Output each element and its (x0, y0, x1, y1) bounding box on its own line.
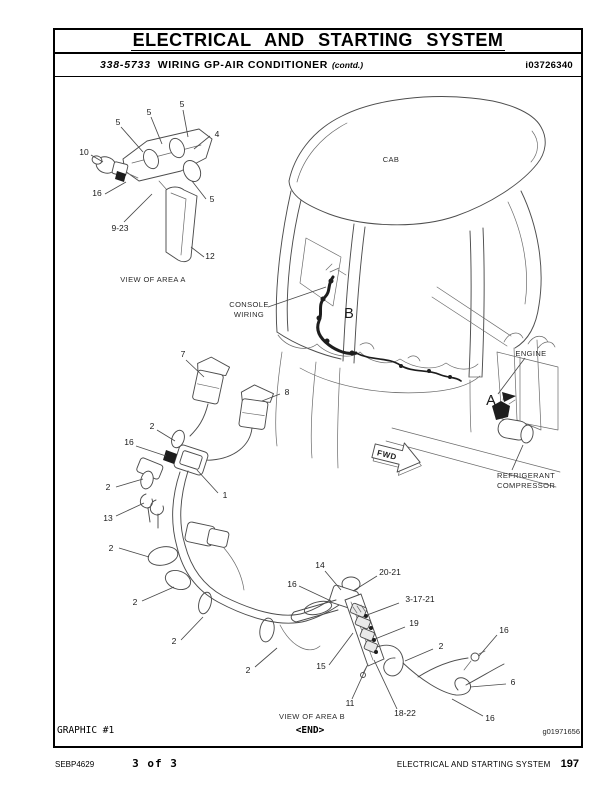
callout-label: 10 (79, 147, 89, 157)
end-marker: <END> (296, 725, 325, 736)
page-footer: SEBP4629 3 of 3 ELECTRICAL AND STARTING … (55, 757, 579, 770)
callout-label: 5 (210, 194, 215, 204)
footer-section: ELECTRICAL AND STARTING SYSTEM (396, 760, 551, 769)
view-of-area-b-label: VIEW OF AREA B (279, 712, 345, 721)
refrigerant-compressor-label-line1: REFRIGERANT (497, 471, 555, 480)
callout-label: 16 (124, 437, 134, 447)
callout-label: 15 (316, 661, 326, 671)
harness-drawing (136, 356, 343, 651)
callout-label: 3-17-21 (405, 594, 435, 604)
callout-label: 7 (181, 349, 186, 359)
leader-lines (90, 109, 526, 717)
callout-label: 9-23 (111, 223, 128, 233)
console-wiring-label-line1: CONSOLE (229, 300, 268, 309)
doc-number: 338-5733 (100, 59, 151, 71)
footer-manual-code: SEBP4629 (55, 760, 95, 769)
callout-label: 12 (205, 251, 215, 261)
callout-label: 16 (287, 579, 297, 589)
graphic-image-id: g01971656 (542, 727, 580, 736)
callout-label: 8 (285, 387, 290, 397)
callout-label: 5 (116, 117, 121, 127)
refrigerant-compressor-drawing (490, 392, 534, 444)
console-wiring-label-line2: WIRING (234, 310, 264, 319)
refrigerant-compressor-label-line2: COMPRESSOR (497, 481, 555, 490)
callout-label: 4 (215, 129, 220, 139)
callout-label: 16 (485, 713, 495, 723)
callout-label: 5 (147, 107, 152, 117)
callout-label: 1 (223, 490, 228, 500)
callout-label: 11 (346, 698, 355, 708)
callout-labels: 5 5 5 4 10 16 5 9-23 12 7 8 2 16 2 1 13 … (79, 99, 515, 723)
callout-label: 20-21 (379, 567, 401, 577)
callout-label: 6 (511, 677, 516, 687)
engine-drawing (496, 332, 559, 431)
view-of-area-a-label: VIEW OF AREA A (120, 275, 186, 284)
cab-label: CAB (383, 155, 400, 164)
fwd-arrow: FWD (371, 442, 422, 476)
area-a-detail-drawing (91, 128, 213, 263)
callout-label: 2 (246, 665, 251, 675)
footer-page-info: 3 of 3 (132, 757, 178, 770)
callout-label: 2 (109, 543, 114, 553)
callout-label: 16 (92, 188, 102, 198)
area-b-marker: B (344, 306, 354, 322)
contd-note: (contd.) (331, 60, 364, 70)
callout-label: 16 (499, 625, 509, 635)
callout-label: 18-22 (394, 708, 416, 718)
footer-page-number: 197 (560, 758, 579, 770)
page-title: ELECTRICAL AND STARTING SYSTEM (130, 29, 506, 52)
callout-label: 2 (133, 597, 138, 607)
callout-label: 19 (409, 618, 419, 628)
area-b-detail-drawing (290, 576, 505, 696)
title-bar: ELECTRICAL AND STARTING SYSTEM (55, 30, 581, 54)
callout-label: 13 (103, 513, 113, 523)
section-header: 338-5733 WIRING GP-AIR CONDITIONER (cont… (55, 54, 581, 77)
callout-label: 2 (172, 636, 177, 646)
callout-label: 14 (315, 560, 325, 570)
area-a-marker: A (486, 393, 496, 409)
engine-label: ENGINE (515, 349, 546, 358)
callout-label: 5 (180, 99, 185, 109)
cab-drawing (275, 96, 561, 488)
doc-title: WIRING GP-AIR CONDITIONER (157, 59, 328, 71)
graphic-caption: GRAPHIC #1 (57, 725, 114, 736)
callout-label: 2 (439, 641, 444, 651)
callout-label: 2 (106, 482, 111, 492)
media-id: i03726340 (525, 59, 573, 71)
console-wiring-drawing (316, 263, 462, 382)
callout-label: 2 (150, 421, 155, 431)
